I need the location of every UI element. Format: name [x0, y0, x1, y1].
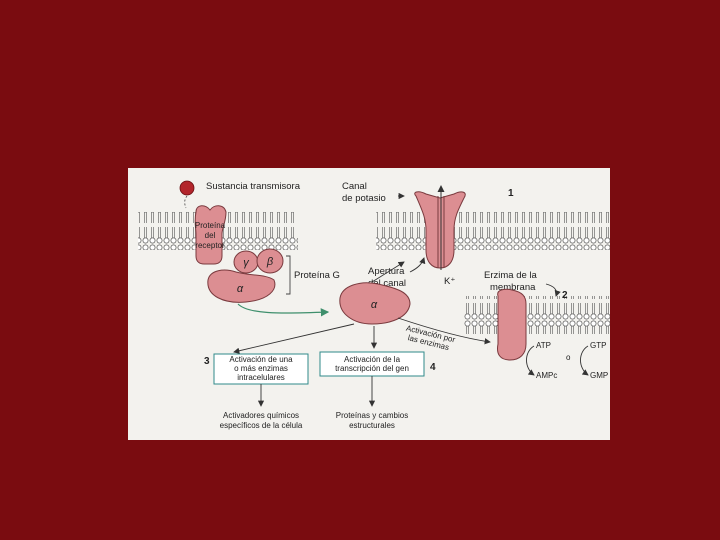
step-2-number: 2: [562, 290, 568, 301]
step-3-number: 3: [204, 356, 210, 367]
enzyme-label-1: Erzima de la: [484, 270, 538, 281]
g-protein-bracket: [286, 256, 290, 294]
proteins-line-1: Proteínas y cambios: [336, 411, 408, 420]
step-1-number: 1: [508, 188, 514, 199]
enzymes-box-line-2: o más enzimas: [234, 364, 288, 373]
diagram-canvas: Sustancia transmisora Proteína del recep…: [128, 168, 610, 440]
transmitter-label: Sustancia transmisora: [206, 181, 301, 192]
receptor-label-3: receptor: [195, 241, 225, 250]
alpha-symbol-bound: α: [237, 283, 244, 295]
gene-box-line-1: Activación de la: [344, 355, 401, 364]
atp-ampc-arrow: [527, 346, 535, 375]
channel-label-1: Canal: [342, 181, 367, 192]
activators-line-2: específicos de la célula: [220, 421, 303, 430]
k-ion-label: K⁺: [444, 276, 455, 287]
receptor-label-2: del: [205, 231, 216, 240]
enzyme-pointer: [546, 284, 557, 296]
enzymes-box-line-1: Activación de una: [229, 355, 293, 364]
gtp-gmp-arrow: [581, 346, 589, 375]
proteins-line-2: estructurales: [349, 421, 395, 430]
receptor-label-1: Proteína: [195, 221, 226, 230]
opening-arrow: [410, 258, 424, 272]
atp-label: ATP: [536, 341, 551, 350]
binding-dashed-line: [185, 196, 187, 208]
alpha-symbol-free: α: [371, 299, 378, 311]
activators-line-1: Activadores químicos: [223, 411, 299, 420]
enzymes-box-line-3: intracelulares: [237, 373, 285, 382]
gene-box-line-2: transcripción del gen: [335, 364, 409, 373]
g-protein-diagram: Sustancia transmisora Proteína del recep…: [128, 168, 610, 440]
ampc-label: AMPc: [536, 371, 557, 380]
membrane-enzyme: [498, 289, 527, 360]
or-sign: o: [566, 353, 571, 362]
gmp-label: GMP: [590, 371, 608, 380]
alpha-release-arrow: [238, 304, 328, 313]
beta-symbol: β: [266, 256, 274, 268]
channel-label-2: de potasio: [342, 193, 386, 204]
step-4-number: 4: [430, 362, 436, 373]
transmitter-molecule: [180, 181, 194, 195]
membrane-right: [464, 296, 610, 334]
g-protein-label: Proteína G: [294, 270, 340, 281]
to-enzymes-arrow: [234, 324, 354, 352]
opening-label-1: Apertura: [368, 266, 405, 277]
membrane-top-right: [376, 212, 610, 250]
gtp-label: GTP: [590, 341, 606, 350]
